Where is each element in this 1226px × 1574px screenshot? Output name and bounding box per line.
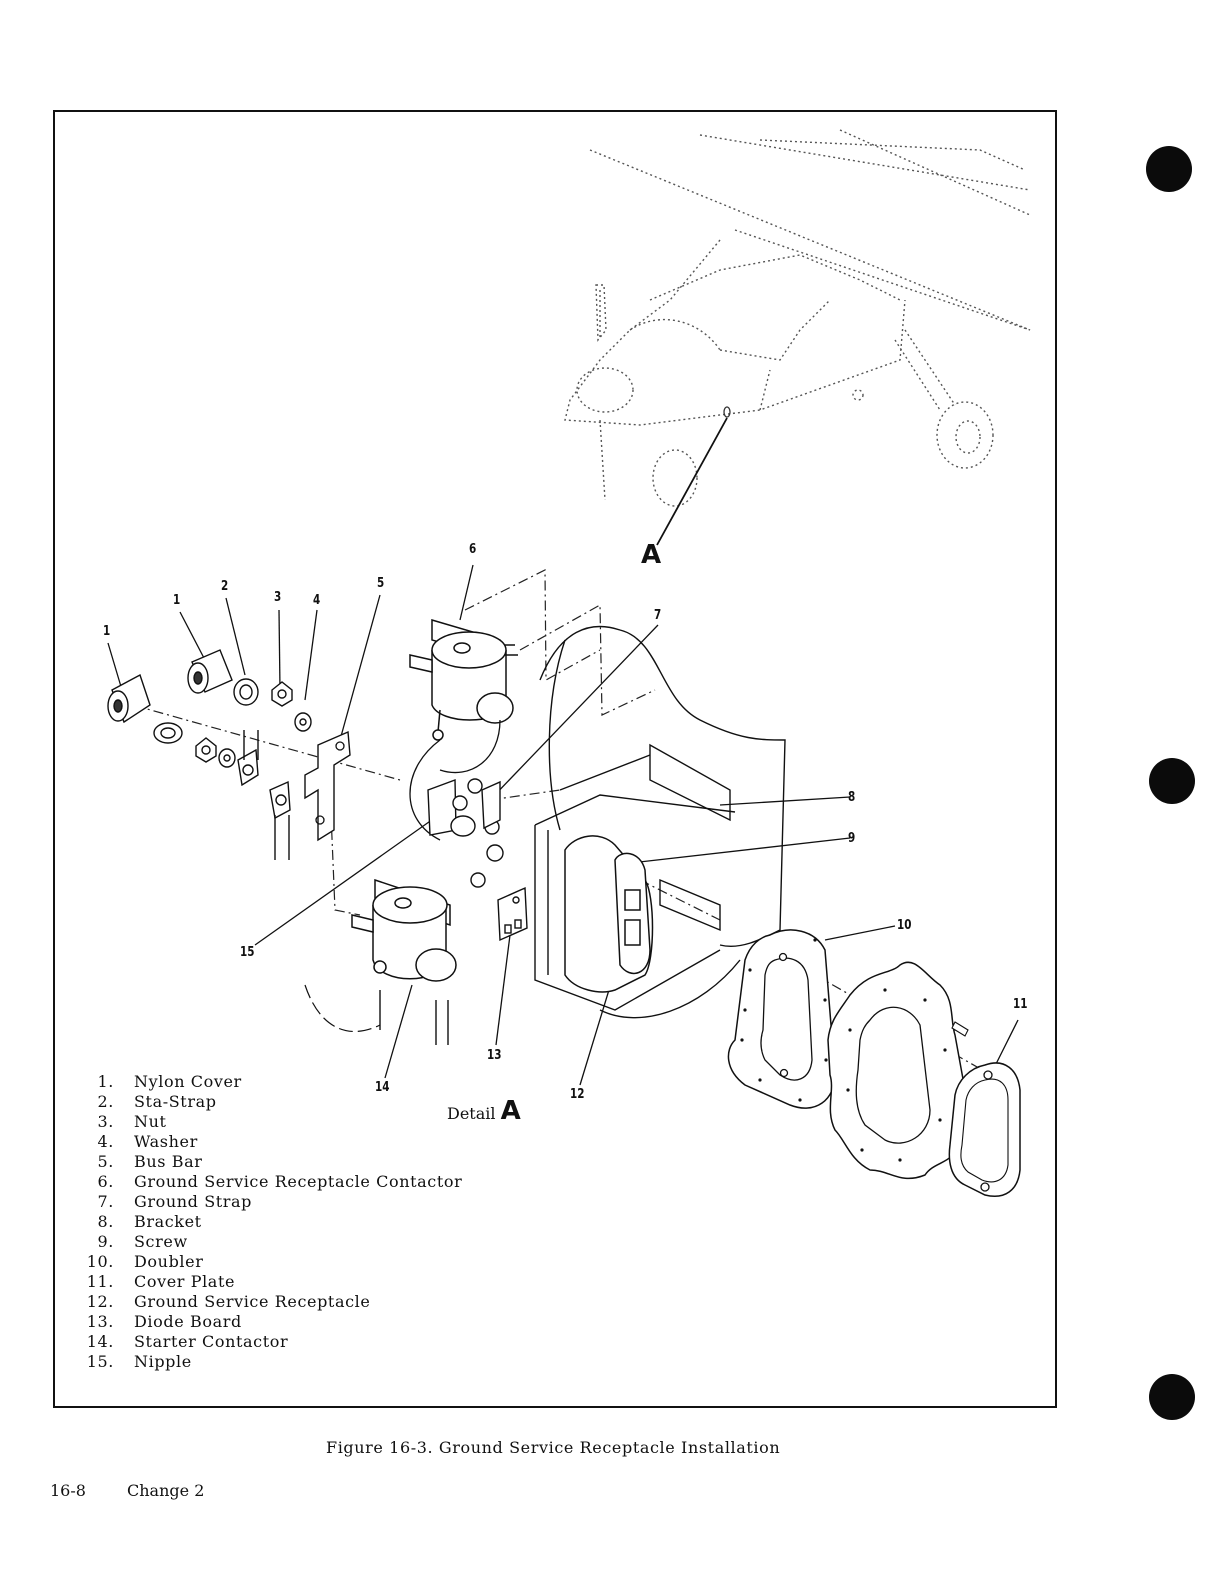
callout-10: 10 <box>897 918 912 933</box>
legend-item-number: 12. <box>86 1292 114 1311</box>
lower-cable <box>304 984 381 1033</box>
callout-7: 7 <box>654 608 662 623</box>
legend-item: 7. Ground Strap <box>80 1192 462 1212</box>
legend-item: 14. Starter Contactor <box>80 1332 462 1352</box>
legend-item: 5. Bus Bar <box>80 1152 462 1172</box>
figure-frame <box>53 110 1057 1408</box>
legend-item: 13. Diode Board <box>80 1312 462 1332</box>
callout-1-outer: 1 <box>103 624 111 639</box>
receptacle-location-marker <box>723 406 731 418</box>
legend-item: 6. Ground Service Receptacle Contactor <box>80 1172 462 1192</box>
legend-item-label: Diode Board <box>134 1312 242 1331</box>
legend-item: 9. Screw <box>80 1232 462 1252</box>
nipple-assembly <box>427 778 504 888</box>
legend-item: 1. Nylon Cover <box>80 1072 462 1092</box>
locator-leader-line <box>656 417 728 546</box>
connecting-cable <box>409 739 441 841</box>
legend-item-label: Nylon Cover <box>134 1072 242 1091</box>
legend-item-number: 3. <box>97 1112 114 1131</box>
ground-service-receptacle <box>564 835 654 993</box>
detail-label: Detail A <box>447 1096 521 1126</box>
legend-item-label: Ground Strap <box>134 1192 253 1211</box>
callout-8: 8 <box>848 790 856 805</box>
legend-item-label: Nut <box>134 1112 167 1131</box>
legend-item-label: Doubler <box>134 1252 204 1271</box>
callout-5: 5 <box>377 576 385 591</box>
binder-hole-middle <box>1149 758 1195 804</box>
legend-item: 8. Bracket <box>80 1212 462 1232</box>
legend-item-label: Sta-Strap <box>134 1092 217 1111</box>
legend-item-number: 14. <box>86 1332 114 1351</box>
legend-item-label: Screw <box>134 1232 188 1251</box>
legend-item-label: Bus Bar <box>134 1152 203 1171</box>
legend-item: 4. Washer <box>80 1132 462 1152</box>
legend-item-number: 2. <box>97 1092 114 1111</box>
legend-item: 15. Nipple <box>80 1352 462 1372</box>
legend-item-number: 13. <box>86 1312 114 1331</box>
legend-item-number: 8. <box>97 1212 114 1231</box>
skin-panel <box>827 961 967 1180</box>
legend-item-number: 1. <box>97 1072 114 1091</box>
hardware-parts <box>107 649 312 820</box>
binder-hole-bottom <box>1149 1374 1195 1420</box>
legend-item-number: 10. <box>86 1252 114 1271</box>
legend-item: 11. Cover Plate <box>80 1272 462 1292</box>
legend-item-label: Nipple <box>134 1352 192 1371</box>
legend-item-number: 7. <box>97 1192 114 1211</box>
callout-1-inner: 1 <box>173 593 181 608</box>
diode-board <box>497 886 528 942</box>
legend-item: 2. Sta-Strap <box>80 1092 462 1112</box>
legend-item-label: Ground Service Receptacle <box>134 1292 371 1311</box>
legend-item-label: Cover Plate <box>134 1272 236 1291</box>
callout-leaders <box>107 564 1019 1086</box>
aircraft-locator-drawing <box>564 129 1031 507</box>
legend-item-label: Ground Service Receptacle Contactor <box>134 1172 463 1191</box>
legend-item-label: Starter Contactor <box>134 1332 289 1351</box>
callout-2: 2 <box>221 579 229 594</box>
legend-item-number: 5. <box>97 1152 114 1171</box>
legend-item-number: 9. <box>97 1232 114 1251</box>
legend-item-number: 11. <box>86 1272 114 1291</box>
starter-contactor <box>351 878 457 982</box>
callout-6: 6 <box>469 542 477 557</box>
locator-letter: A <box>641 540 662 570</box>
callout-15: 15 <box>240 945 255 960</box>
detail-letter: A <box>500 1096 521 1126</box>
legend-item-label: Bracket <box>134 1212 202 1231</box>
callout-14: 14 <box>375 1080 390 1095</box>
cover-plate <box>948 1062 1021 1197</box>
callout-3: 3 <box>274 590 282 605</box>
parts-legend: 1. Nylon Cover 2. Sta-Strap 3. Nut 4. Washer 5. B… <box>80 1072 462 1372</box>
binder-hole-top <box>1146 146 1192 192</box>
legend-item: 3. Nut <box>80 1112 462 1132</box>
cable-leads <box>243 730 449 1045</box>
callout-11: 11 <box>1013 997 1028 1012</box>
legend-item-label: Washer <box>134 1132 198 1151</box>
legend-item-number: 4. <box>97 1132 114 1151</box>
receptacle-contactor <box>409 618 518 741</box>
page-number: 16-8 <box>50 1481 86 1500</box>
callout-12: 12 <box>570 1087 585 1102</box>
bus-bar <box>304 730 351 842</box>
legend-item: 10. Doubler <box>80 1252 462 1272</box>
callout-4: 4 <box>313 593 321 608</box>
detail-text: Detail <box>447 1104 496 1123</box>
legend-item-number: 6. <box>97 1172 114 1191</box>
callout-13: 13 <box>487 1048 502 1063</box>
doubler <box>727 929 836 1109</box>
change-number: Change 2 <box>127 1481 205 1500</box>
legend-item: 12. Ground Service Receptacle <box>80 1292 462 1312</box>
legend-item-number: 15. <box>86 1352 114 1371</box>
callout-9: 9 <box>848 831 856 846</box>
figure-caption: Figure 16-3. Ground Service Receptacle I… <box>326 1438 781 1457</box>
